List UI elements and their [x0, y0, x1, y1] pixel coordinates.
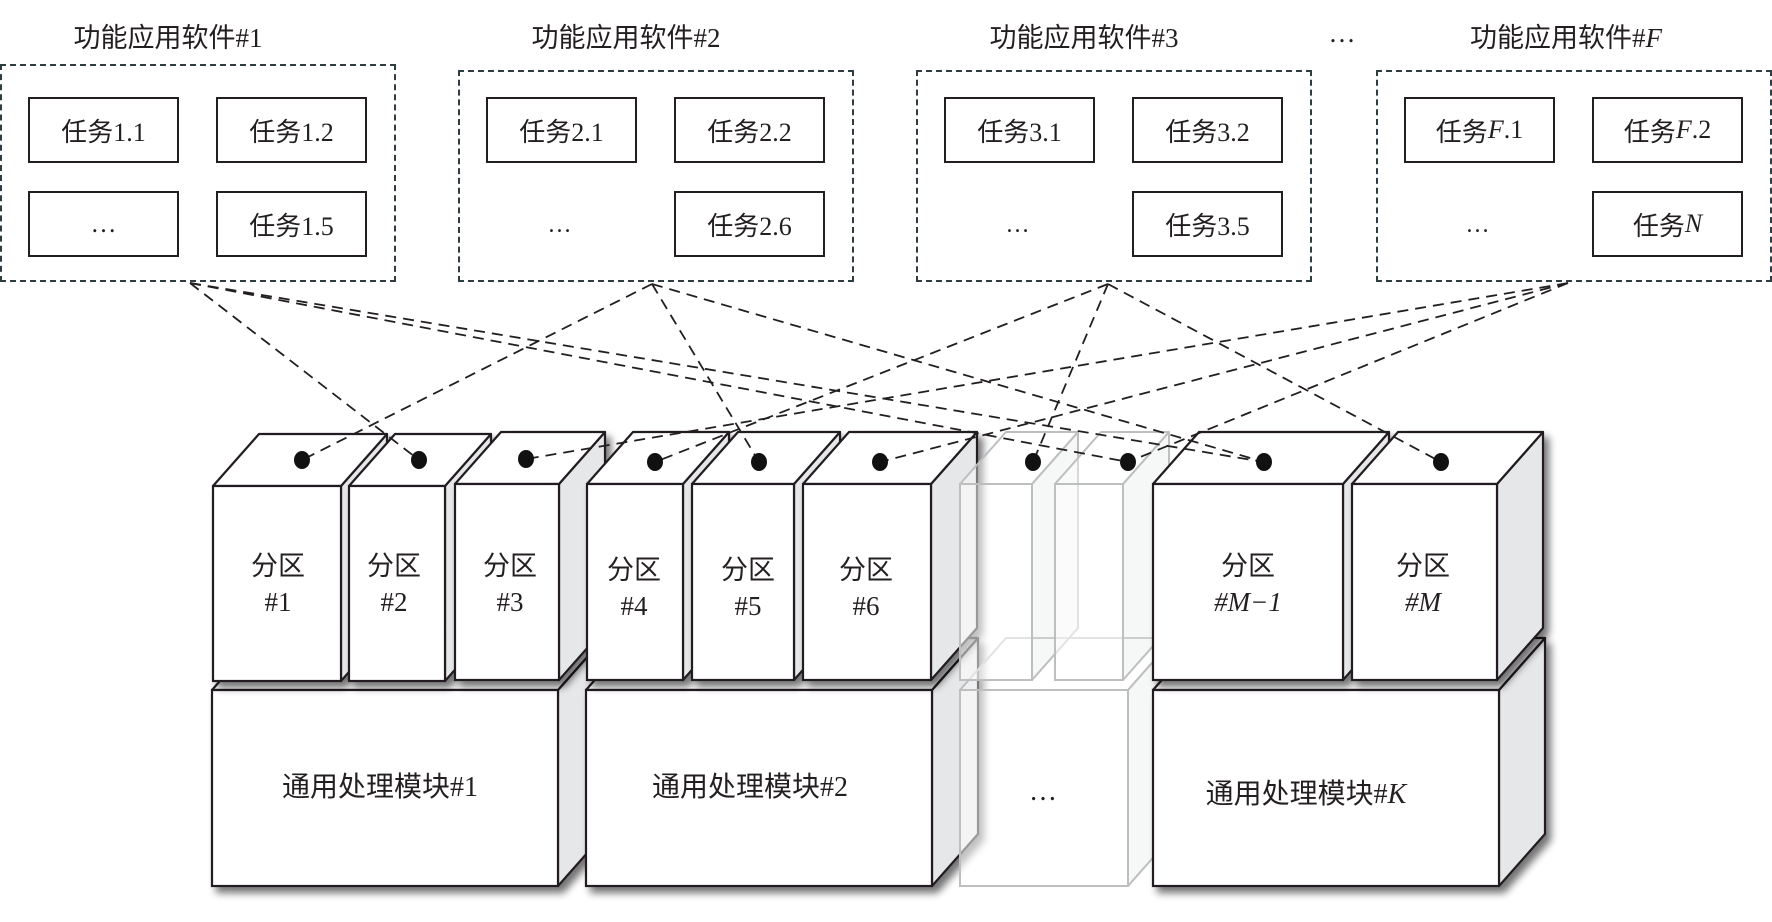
software-title-f: 功能应用软件#F: [1470, 23, 1662, 53]
block-front-face: [801, 482, 933, 682]
partition-dot: [1025, 453, 1041, 471]
partition-label-1: 分区#1: [251, 551, 305, 617]
software-group-1: [0, 64, 396, 282]
task-ellipsis: …: [1005, 212, 1031, 238]
block-front-face: [210, 688, 560, 888]
partition-dot: [1120, 453, 1136, 471]
connection-lines-layer: [189, 282, 1569, 463]
partition-dot: [647, 453, 663, 471]
connection-line: [651, 283, 1265, 463]
connection-line: [301, 283, 653, 461]
task-box-ellipsis: …: [28, 191, 179, 257]
connection-line: [189, 282, 1265, 463]
software-group-f: [1376, 70, 1772, 282]
task-ellipsis: …: [1465, 212, 1491, 238]
partition-dot: [1433, 453, 1449, 471]
partition-block-p6: [801, 430, 979, 682]
module-label-ellipsis: …: [1029, 776, 1057, 807]
partition-label-3: 分区#3: [483, 551, 537, 617]
block-front-face: [585, 482, 685, 682]
task-box: 任务2.1: [486, 97, 637, 163]
partition-dot: [1256, 453, 1272, 471]
task-box: 任务1.1: [28, 97, 179, 163]
block-front-face: [690, 482, 796, 682]
partition-dot: [411, 451, 427, 469]
module-label-1: 通用处理模块#1: [281, 772, 479, 803]
block-front-face: [1151, 688, 1501, 888]
software-title-2: 功能应用软件#2: [531, 23, 721, 53]
block-front-face: [347, 484, 447, 683]
partition-dot: [294, 451, 310, 469]
software-group-3: [916, 70, 1312, 282]
block-front-face: [584, 688, 934, 888]
task-box: 任务2.6: [674, 191, 825, 257]
connection-line: [189, 282, 1129, 463]
task-box: 任务1.5: [216, 191, 367, 257]
partition-label-4: 分区#4: [607, 555, 661, 621]
task-box: 任务3.1: [944, 97, 1095, 163]
partition-dot: [872, 453, 888, 471]
task-box: 任务3.5: [1132, 191, 1283, 257]
partition-dots-layer: [294, 450, 1449, 471]
partitions-layer: [211, 430, 1545, 683]
software-title-1: 功能应用软件#1: [73, 23, 263, 53]
connection-line: [654, 283, 1109, 463]
connection-line: [189, 282, 420, 461]
block-front-face: [1350, 482, 1499, 682]
software-title-3: 功能应用软件#3: [989, 23, 1179, 53]
software-ellipsis: …: [1328, 18, 1356, 48]
connection-line: [1127, 282, 1569, 463]
block-front-face: [1151, 482, 1345, 682]
connection-line: [1107, 283, 1442, 463]
connection-line: [525, 282, 1569, 460]
module-label-2: 通用处理模块#2: [651, 772, 849, 803]
block-front-face: [959, 483, 1033, 681]
partition-label-2: 分区#2: [367, 551, 421, 617]
partition-dot: [751, 453, 767, 471]
partition-label-m-1: 分区#M−1: [1214, 551, 1282, 617]
partition-label-5: 分区#5: [721, 555, 775, 621]
module-label-k: 通用处理模块#K: [1205, 779, 1407, 810]
connection-line: [1032, 283, 1109, 463]
connection-line: [879, 282, 1569, 463]
task-ellipsis: …: [547, 212, 573, 238]
task-box: 任务1.2: [216, 97, 367, 163]
partition-dot: [518, 450, 534, 468]
partition-label-6: 分区#6: [839, 555, 893, 621]
block-front-face: [959, 689, 1129, 887]
software-group-2: [458, 70, 854, 282]
block-front-face: [453, 482, 561, 682]
partition-block-pM: [1350, 430, 1545, 682]
block-front-face: [1054, 483, 1124, 681]
task-box: 任务3.2: [1132, 97, 1283, 163]
partition-label-m: 分区#M: [1396, 551, 1450, 617]
task-box: 任务2.2: [674, 97, 825, 163]
block-front-face: [211, 484, 343, 683]
